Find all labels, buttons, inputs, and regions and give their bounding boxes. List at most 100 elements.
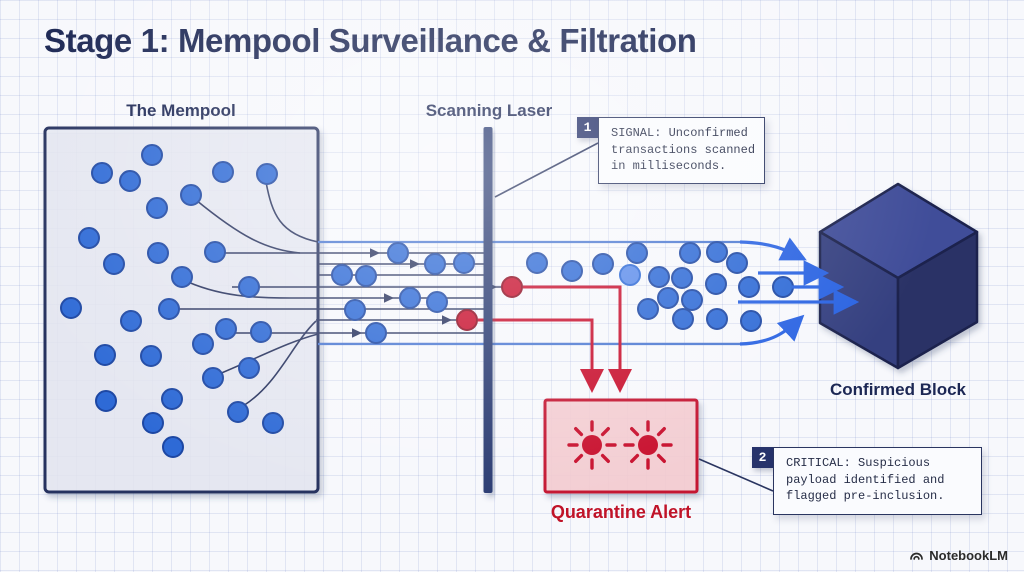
siren-ray [630, 427, 640, 437]
flow-curve [195, 199, 301, 254]
siren-icon [567, 420, 617, 470]
transaction-dot [78, 227, 100, 249]
flow-curve [218, 333, 319, 375]
transaction-dot [180, 184, 202, 206]
transaction-dot [238, 357, 260, 379]
callout-1-number-badge: 1 [577, 117, 598, 138]
transaction-dot [204, 241, 226, 263]
transaction-dot [526, 252, 548, 274]
quarantine-route-2 [478, 318, 604, 393]
notebooklm-logo-icon [910, 552, 924, 560]
transaction-dot [146, 197, 168, 219]
transaction-dot [648, 266, 670, 288]
transaction-dot [706, 308, 728, 330]
flow-arrowhead [410, 259, 420, 269]
transaction-dot [158, 298, 180, 320]
transaction-dot-light [619, 264, 641, 286]
transaction-dot [706, 241, 728, 263]
transaction-dot [772, 276, 794, 298]
malicious-dot [456, 309, 478, 331]
transaction-dot [657, 287, 679, 309]
transaction-dot [705, 273, 727, 295]
transaction-dot [238, 276, 260, 298]
transaction-dot [120, 310, 142, 332]
transaction-dot [344, 299, 366, 321]
transaction-dot [202, 367, 224, 389]
flow-arrowhead [370, 248, 380, 258]
siren-core [638, 435, 658, 455]
transaction-dot [561, 260, 583, 282]
scanning-laser-bar [483, 127, 493, 493]
watermark: NotebookLM [909, 548, 1008, 563]
mempool-box [43, 126, 320, 494]
siren-icons-layer [567, 420, 673, 470]
page-title: Stage 1: Mempool Surveillance & Filtrati… [44, 22, 697, 59]
transaction-dot [95, 390, 117, 412]
flow-arrowhead [384, 293, 394, 303]
transaction-dot [162, 436, 184, 458]
cube-right-face [896, 230, 979, 370]
siren-ray [574, 427, 584, 437]
siren-ray [630, 453, 640, 463]
flow-arrowhead [442, 315, 452, 325]
transaction-dot [738, 276, 760, 298]
transaction-dot [215, 318, 237, 340]
transaction-dot [626, 242, 648, 264]
transaction-dot [365, 322, 387, 344]
transaction-dot [672, 308, 694, 330]
transaction-dot [91, 162, 113, 184]
transaction-dot [212, 161, 234, 183]
callout-2-leader [698, 458, 774, 492]
transaction-dot [453, 252, 475, 274]
flow-arrowhead [352, 328, 362, 338]
malicious-dots-layer [456, 276, 523, 331]
siren-icon [623, 420, 673, 470]
transaction-dot [60, 297, 82, 319]
transaction-dot [681, 289, 703, 311]
callout-1-leader [494, 142, 599, 198]
quarantine-route-1 [523, 285, 632, 393]
stream-dots-layer [526, 241, 794, 332]
malicious-dot [501, 276, 523, 298]
transaction-dot [171, 266, 193, 288]
transaction-dot [331, 264, 353, 286]
transaction-dot [399, 287, 421, 309]
transaction-dot [679, 242, 701, 264]
transaction-dot [426, 291, 448, 313]
transaction-dot [119, 170, 141, 192]
callout-2-number-badge: 2 [752, 447, 773, 468]
transaction-dot [227, 401, 249, 423]
quarantine-alert-label: Quarantine Alert [550, 502, 692, 522]
transaction-dot [103, 253, 125, 275]
confirmed-block-label: Confirmed Block [829, 380, 967, 399]
tube-bottom-arrow [739, 314, 805, 346]
transaction-dot [140, 345, 162, 367]
flow-curve [242, 320, 317, 407]
transaction-dot [740, 310, 762, 332]
tube-top-arrow [739, 237, 807, 261]
siren-ray [600, 427, 610, 437]
siren-ray [656, 453, 666, 463]
transaction-dot [387, 242, 409, 264]
scanning-laser-label: Scanning Laser [425, 101, 553, 120]
transaction-dot [94, 344, 116, 366]
transaction-dot [637, 298, 659, 320]
transaction-dot [141, 144, 163, 166]
transaction-dot [355, 265, 377, 287]
flow-curve [265, 181, 319, 243]
transaction-dot [192, 333, 214, 355]
confirmed-block-cube [818, 182, 979, 370]
transaction-dot [262, 412, 284, 434]
watermark-text: NotebookLM [929, 548, 1008, 563]
channel-dots-layer [331, 242, 475, 344]
siren-core [582, 435, 602, 455]
transaction-dot [161, 388, 183, 410]
siren-ray [656, 427, 666, 437]
transaction-dot [671, 267, 693, 289]
siren-ray [600, 453, 610, 463]
quarantine-box [543, 398, 699, 494]
transaction-dot [142, 412, 164, 434]
mempool-dots-layer [60, 144, 284, 458]
